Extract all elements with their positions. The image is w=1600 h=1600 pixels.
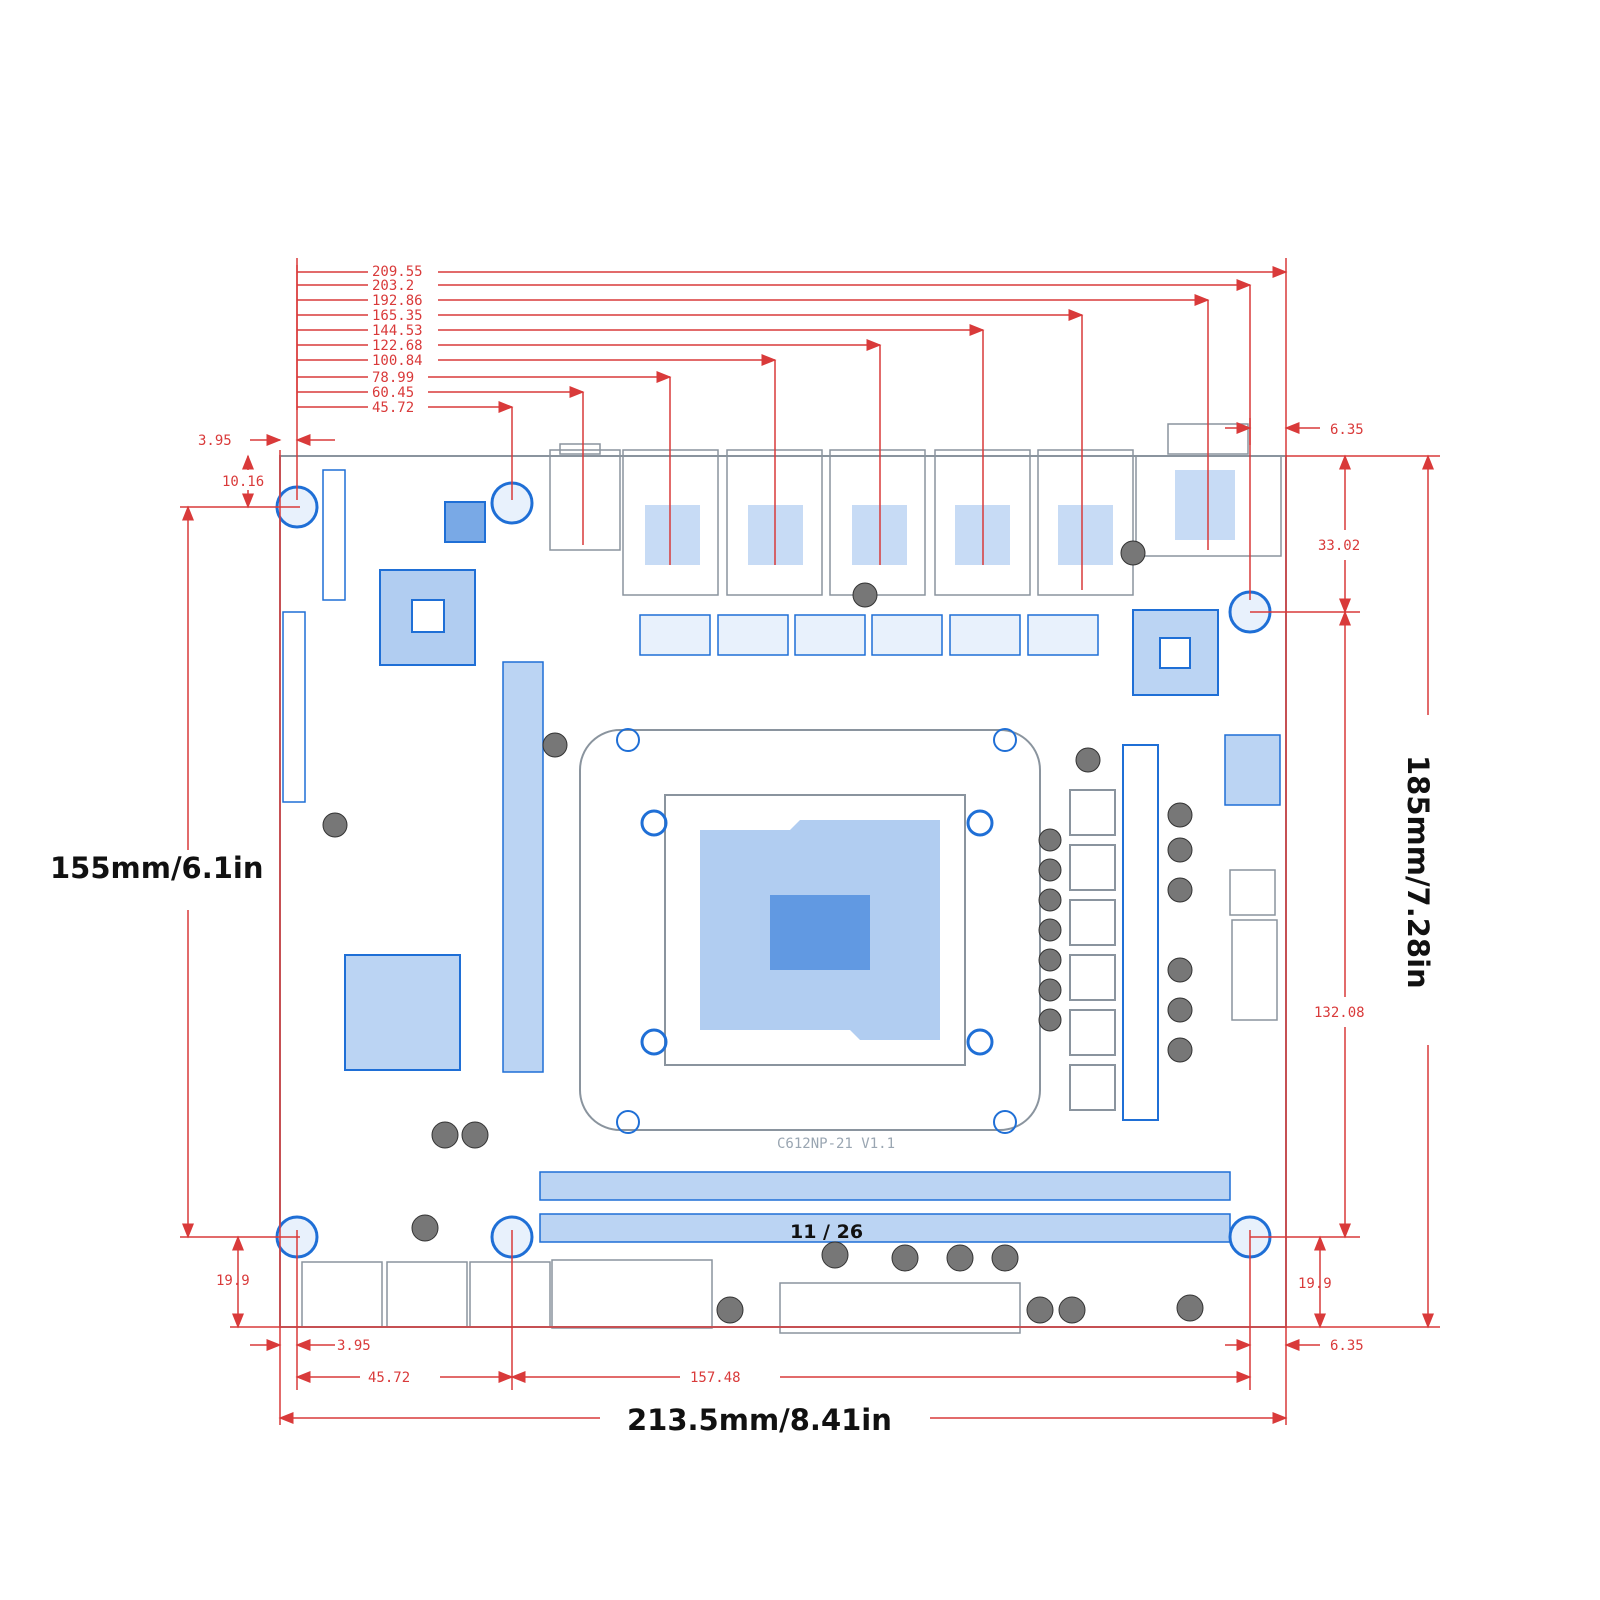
dim-bottom-hole-span: 157.48 <box>690 1370 741 1386</box>
dim-top-7: 100.84 <box>372 353 423 369</box>
dim-right-hole-offset: 33.02 <box>1318 538 1360 554</box>
overall-height-label: 185mm/7.28in <box>1401 755 1435 989</box>
cpu-socket <box>579 728 1041 1134</box>
dim-top-5: 144.53 <box>372 323 423 339</box>
hole-span-height-label: 155mm/6.1in <box>50 851 264 885</box>
dim-right-hole-span: 132.08 <box>1314 1005 1365 1021</box>
dim-top-2: 203.2 <box>372 278 414 294</box>
chipsets <box>344 501 1219 1071</box>
board-model-label: C612NP-21 V1.1 <box>777 1136 895 1152</box>
dim-top-4: 165.35 <box>372 308 423 324</box>
dim-top-3: 192.86 <box>372 293 423 309</box>
dim-bottom-left-edge: 19.9 <box>216 1273 250 1289</box>
overall-width-label: 213.5mm/8.41in <box>627 1403 892 1437</box>
dim-top-hole-offset: 10.16 <box>222 474 264 490</box>
dim-top-9: 60.45 <box>372 385 414 401</box>
dim-bottom-right-edge: 19.9 <box>1298 1276 1332 1292</box>
dim-left-offset-top: 3.95 <box>198 433 232 449</box>
dimm-slots <box>539 1171 1231 1243</box>
dim-top-8: 78.99 <box>372 370 414 386</box>
dim-top-10: 45.72 <box>372 400 414 416</box>
dim-left-offset-bottom: 3.95 <box>337 1338 371 1354</box>
dim-right-offset-top: 6.35 <box>1330 422 1364 438</box>
headers <box>282 469 1281 1334</box>
port-pins <box>645 470 1235 565</box>
dimension-labels: 209.55 203.2 192.86 165.35 144.53 122.68… <box>50 264 1435 1437</box>
expansion-slot <box>502 661 544 1073</box>
page-indicator: 11 / 26 <box>790 1221 863 1243</box>
dim-top-1: 209.55 <box>372 264 423 280</box>
capacitors <box>322 540 1204 1324</box>
vrm-column <box>1069 744 1159 1121</box>
dim-right-offset-bottom: 6.35 <box>1330 1338 1364 1354</box>
label-backgrounds <box>150 263 1460 1440</box>
dim-bottom-hole-gap: 45.72 <box>368 1370 410 1386</box>
lan-magnetics <box>639 614 1099 656</box>
dim-top-6: 122.68 <box>372 338 423 354</box>
dimension-lines <box>180 258 1440 1425</box>
